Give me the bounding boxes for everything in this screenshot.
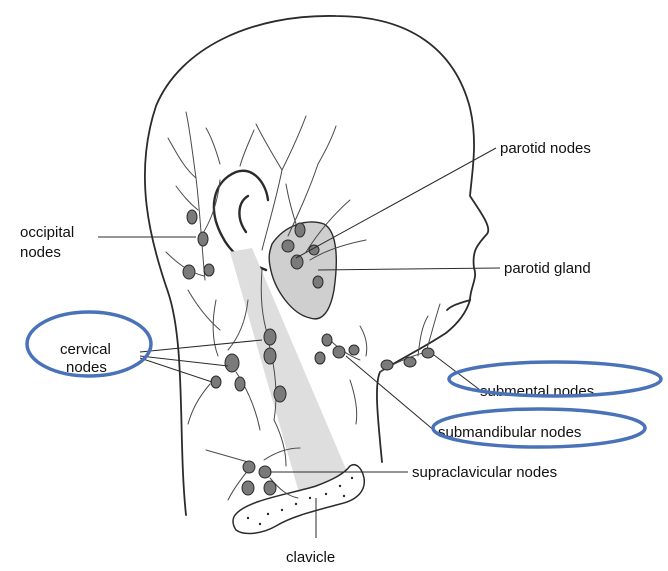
cervical-nodes-leader: [140, 356, 228, 366]
parotid-gland: [269, 222, 336, 319]
cervical-node: [264, 348, 276, 364]
occipital-node: [204, 264, 214, 276]
cervical-node: [274, 386, 286, 402]
submental-node: [381, 360, 393, 370]
cervical-node: [264, 329, 276, 345]
occipital-node: [187, 210, 197, 224]
occipital-nodes-label: occipital: [20, 224, 74, 241]
submandibular-node: [315, 352, 325, 364]
cervical-node: [225, 354, 239, 372]
clavicle-label: clavicle: [286, 549, 335, 566]
supraclavicular-nodes-label: supraclavicular nodes: [412, 464, 557, 481]
parotid-gland-label: parotid gland: [504, 260, 591, 277]
parotid-nodes-leader: [296, 148, 496, 258]
cervical-nodes-label: cervical: [60, 341, 111, 358]
submental-node: [422, 348, 434, 358]
parotid-nodes-label: parotid nodes: [500, 140, 591, 157]
cervical-node: [235, 377, 245, 391]
cervical-nodes-leader: [140, 340, 262, 352]
cervical-nodes-leader: [140, 358, 212, 382]
occipital-node: [183, 265, 195, 279]
occipital-node: [198, 232, 208, 246]
parotid-gland-leader: [318, 268, 500, 270]
submandibular-node: [349, 345, 359, 355]
parotid-node: [282, 240, 294, 252]
submental-node: [404, 357, 416, 367]
submandibular-node: [333, 346, 345, 358]
supraclavicular-node: [242, 481, 254, 495]
submandibular-nodes-label: submandibular nodes: [438, 424, 581, 441]
submandibular-node: [322, 334, 332, 346]
supraclavicular-node: [243, 461, 255, 473]
parotid-node: [313, 276, 323, 288]
supraclavicular-node: [259, 466, 271, 478]
cervical-node: [211, 376, 221, 388]
occipital-nodes-label: nodes: [20, 244, 61, 261]
parotid-node: [295, 223, 305, 237]
supraclavicular-node: [264, 481, 276, 495]
